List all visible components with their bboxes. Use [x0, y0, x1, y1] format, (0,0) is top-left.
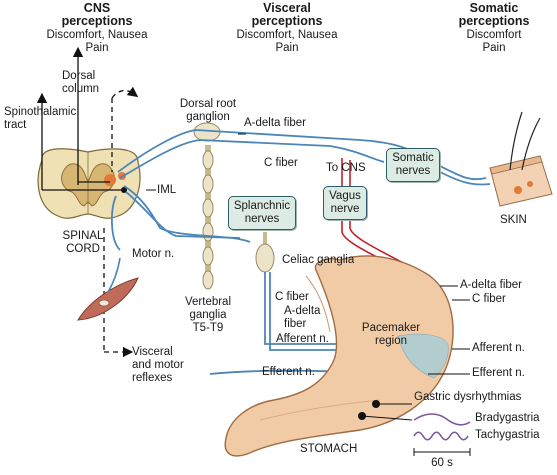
splanchnic-nerves-box-line1: Splanchnic: [233, 200, 291, 212]
efferent-nerve-mid-label: Efferent n.: [262, 366, 315, 378]
skin-illustration: [489, 111, 553, 207]
somatic-perceptions-subtitle: perceptions: [458, 14, 530, 28]
somatic-nerves-box-line2: nerves: [395, 165, 431, 177]
pacemaker-region-label-1: Pacemaker: [361, 322, 421, 334]
stomach-illustration: [224, 255, 454, 457]
celiac-ganglia-label: Celiac ganglia: [282, 254, 355, 266]
spinal-cord-label-1: SPINAL: [62, 230, 104, 242]
gastric-dysrhythmias-label: Gastric dysrhythmias: [414, 391, 522, 403]
visceral-reflexes-label-3: reflexes: [132, 372, 173, 384]
vertebral-ganglia-label-1: Vertebral: [184, 296, 232, 308]
label-leader-lines: [146, 133, 470, 375]
to-cns-label: To CNS: [326, 162, 366, 174]
splanchnic-nerves-box-line2: nerves: [244, 213, 280, 225]
a-delta-fiber-right-label: A-delta fiber: [460, 279, 523, 291]
visceral-reflexes-label-1: Visceral: [132, 346, 173, 358]
iml-label: IML: [157, 184, 177, 196]
c-fiber-right-label: C fiber: [472, 293, 506, 305]
vertebral-ganglia-label-2: ganglia: [189, 309, 227, 321]
afferent-nerve-mid-label: Afferent n.: [276, 333, 329, 345]
time-scale-bar: [413, 448, 471, 456]
cns-perceptions-line1: Discomfort, Nausea: [46, 29, 148, 41]
somatic-perceptions-title: Somatic: [469, 1, 519, 15]
c-fiber-top-label: C fiber: [264, 157, 298, 169]
visceral-perceptions-subtitle: perceptions: [251, 14, 323, 28]
ascending-tract-arrows: [36, 46, 139, 358]
vagus-nerve-box-line2: nerve: [330, 203, 360, 215]
pacemaker-region-label-2: region: [375, 335, 407, 347]
efferent-nerve-right-label: Efferent n.: [472, 367, 525, 379]
somatic-perceptions-line2: Pain: [482, 42, 506, 54]
bradygastria-label: Bradygastria: [475, 412, 540, 424]
somatic-nerves-box-line1: Somatic: [392, 152, 434, 164]
somatic-nerves-box: Somatic nerves: [386, 148, 440, 182]
cns-perceptions-title: CNS: [83, 1, 111, 15]
afferent-nerve-right-label: Afferent n.: [472, 342, 525, 354]
skin-label: SKIN: [500, 214, 527, 226]
vertebral-ganglia-label-3: T5-T9: [192, 322, 224, 334]
bradygastria-wave: [413, 413, 471, 426]
visceral-perceptions-line1: Discomfort, Nausea: [236, 29, 338, 41]
a-delta-fiber-top-label: A-delta fiber: [244, 117, 307, 129]
vagus-nerve-box: Vagus nerve: [323, 186, 367, 220]
dorsal-column-label-2: column: [62, 83, 100, 95]
time-scale-label: 60 s: [431, 457, 453, 469]
smooth-muscle-cell: [77, 257, 139, 321]
visceral-perceptions-title: Visceral: [263, 1, 311, 15]
dorsal-column-label-1: Dorsal: [62, 70, 96, 82]
spinal-cord-label-2: CORD: [66, 243, 100, 255]
somatic-perceptions-line1: Discomfort: [466, 29, 522, 41]
a-delta-mid-label-2: fiber: [284, 318, 307, 330]
vagus-nerve-box-line1: Vagus: [329, 190, 361, 202]
spinothalamic-label-2: tract: [4, 119, 27, 131]
cns-perceptions-line2: Pain: [85, 42, 109, 54]
dorsal-root-ganglion-label-2: ganglion: [186, 111, 230, 123]
celiac-ganglion: [255, 232, 275, 273]
stomach-label: STOMACH: [300, 443, 358, 455]
splanchnic-nerves-box: Splanchnic nerves: [228, 196, 296, 230]
tachygastria-label: Tachygastria: [475, 429, 540, 441]
c-fiber-mid-label: C fiber: [275, 291, 309, 303]
a-delta-mid-label-1: A-delta: [284, 305, 321, 317]
visceral-reflexes-label-2: and motor: [132, 359, 184, 371]
tachygastria-wave: [413, 431, 469, 441]
motor-nerve-label: Motor n.: [132, 248, 175, 260]
spinothalamic-label-1: Spinothalamic: [4, 106, 77, 118]
visceral-perceptions-line2: Pain: [275, 42, 299, 54]
spinal-cord-illustration: [37, 148, 141, 219]
dorsal-root-ganglion-label-1: Dorsal root: [179, 98, 237, 110]
cns-perceptions-subtitle: perceptions: [61, 14, 133, 28]
vertebral-ganglia-chain: [202, 145, 214, 290]
